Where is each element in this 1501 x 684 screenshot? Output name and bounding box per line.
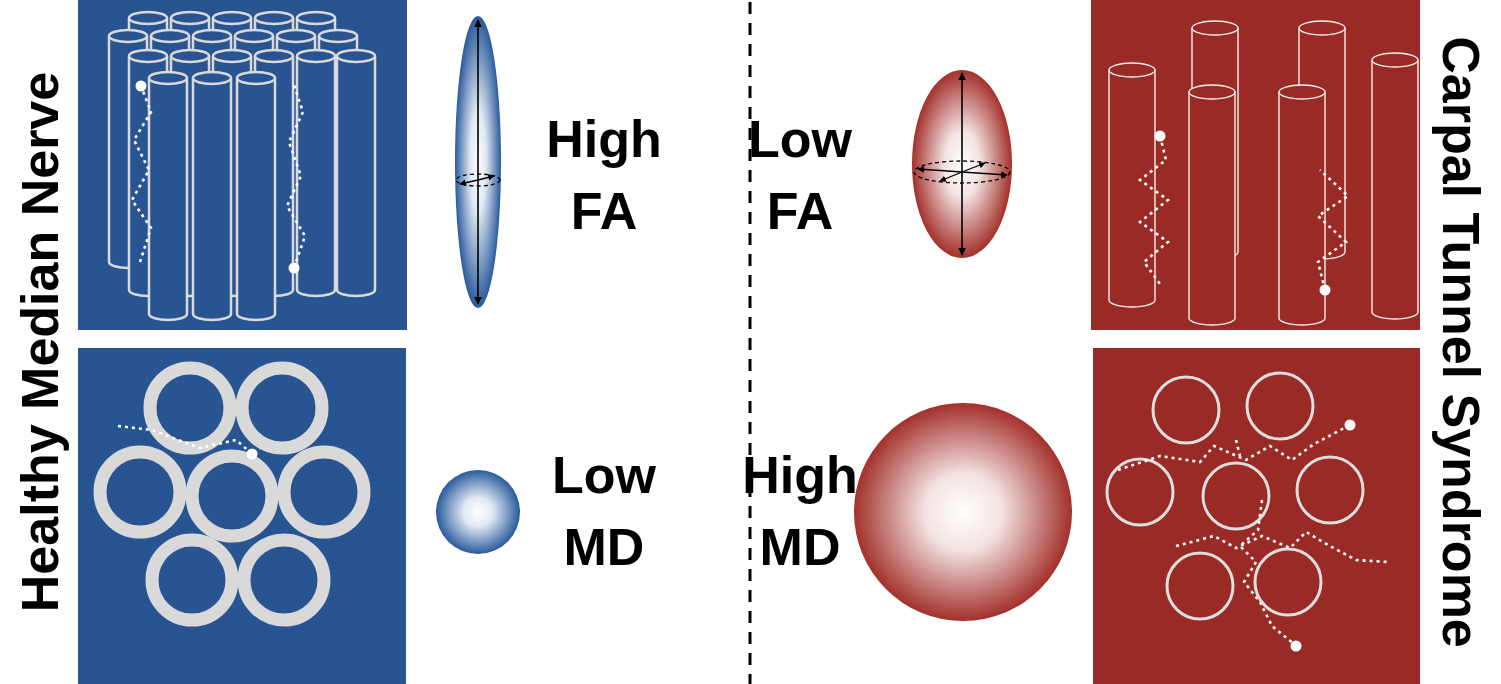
axon-cylinder-top <box>149 72 187 84</box>
axon-cylinder-top <box>237 72 275 84</box>
metric-label: Low FA <box>748 104 852 248</box>
group-title: Healthy Median Nerve <box>14 72 66 612</box>
axis-arrow <box>961 73 963 255</box>
thin-myelin-ring <box>1153 377 1219 443</box>
water-molecule <box>136 81 147 92</box>
axon-cylinder <box>237 78 275 320</box>
metric-label: Low MD <box>552 440 656 584</box>
cts-md-panel <box>1093 348 1420 684</box>
diffusion-path <box>1236 440 1240 456</box>
axis-arrow <box>460 180 478 184</box>
axon-cylinder-top <box>319 30 357 42</box>
diffusion-path <box>287 82 305 268</box>
metric-label: High FA <box>546 104 662 248</box>
axon-cylinder-top <box>109 30 147 42</box>
myelin-ring <box>284 452 364 532</box>
myelin-ring <box>244 540 324 620</box>
axis-arrow <box>477 20 479 304</box>
axon-cylinder-top <box>255 12 293 24</box>
axon-cylinder <box>337 56 375 296</box>
water-molecule <box>247 449 258 460</box>
axon-cylinder <box>1109 70 1155 307</box>
water-molecule <box>1155 131 1166 142</box>
water-molecule <box>1320 285 1331 296</box>
md-sphere-low <box>436 470 520 554</box>
axon-cylinder-top <box>171 50 209 62</box>
myelin-ring <box>150 368 230 448</box>
fa-ellipsoid-low <box>912 70 1012 258</box>
thin-myelin-ring <box>1255 549 1321 615</box>
axis-arrow <box>918 169 962 172</box>
axon-cylinder-top <box>1189 85 1235 99</box>
diffusion-path <box>1318 170 1348 290</box>
axon-cylinder-top <box>193 30 231 42</box>
axis-arrow <box>962 163 985 172</box>
diffusion-path <box>1140 136 1168 284</box>
axon-cylinder-top <box>297 50 335 62</box>
myelin-ring <box>152 540 232 620</box>
axon-cylinder-top <box>297 12 335 24</box>
axon-cylinder-top <box>129 50 167 62</box>
axon-cylinder-top <box>1109 63 1155 77</box>
equator-ellipse <box>456 174 500 186</box>
axon-cylinder-top <box>255 50 293 62</box>
thin-myelin-ring <box>1167 553 1233 619</box>
thin-myelin-ring <box>1247 373 1313 439</box>
axon-cylinder <box>1372 60 1418 319</box>
diffusion-path <box>118 426 250 452</box>
water-molecule <box>1345 420 1356 431</box>
axon-cylinder-top <box>129 12 167 24</box>
healthy-md-panel <box>78 348 406 684</box>
axon-cylinder-top <box>171 12 209 24</box>
equator-ellipse <box>914 161 1010 183</box>
diffusion-path <box>1118 426 1348 470</box>
water-molecule <box>289 263 300 274</box>
myelin-cross-section-healthy <box>100 368 364 620</box>
axon-cylinder <box>1189 92 1235 325</box>
metric-label: High MD <box>742 440 858 584</box>
myelin-cross-section-cts <box>1107 373 1363 619</box>
myelin-ring <box>242 368 322 448</box>
fa-ellipsoid-high <box>455 16 501 308</box>
axon-cylinder-top <box>1299 21 1345 35</box>
axon-bundle-healthy <box>109 12 375 320</box>
thin-myelin-ring <box>1297 457 1363 523</box>
diffusion-path <box>1240 500 1294 644</box>
diffusion-paths <box>118 81 1388 652</box>
myelin-ring <box>100 452 180 532</box>
axon-cylinder-top <box>337 50 375 62</box>
axon-cylinder-top <box>1192 21 1238 35</box>
axon-cylinder <box>1279 92 1325 325</box>
thin-myelin-ring <box>1107 459 1173 525</box>
md-sphere-high <box>854 403 1072 621</box>
diffusion-path <box>1176 532 1388 562</box>
axis-arrow <box>478 176 494 180</box>
axon-cylinder <box>297 56 335 296</box>
divider-line <box>749 2 752 684</box>
axon-bundle-cts <box>1109 21 1418 325</box>
axon-cylinder-top <box>213 50 251 62</box>
axon-cylinder-top <box>213 12 251 24</box>
axon-cylinder-top <box>1279 85 1325 99</box>
axis-arrow <box>962 172 1007 175</box>
axon-cylinder-top <box>235 30 273 42</box>
axon-cylinder <box>149 78 187 320</box>
axon-cylinder-top <box>193 72 231 84</box>
water-molecule <box>1291 641 1302 652</box>
axon-cylinder-top <box>151 30 189 42</box>
healthy-fa-panel <box>78 0 407 330</box>
thin-myelin-ring <box>1203 463 1269 529</box>
diffusion-path <box>132 86 151 262</box>
axon-cylinder <box>193 78 231 320</box>
group-title: Carpal Tunnel Syndrome <box>1435 36 1487 648</box>
myelin-ring <box>192 456 272 536</box>
axon-cylinder-top <box>1372 53 1418 67</box>
cts-fa-panel <box>1091 0 1420 330</box>
axon-cylinder-top <box>277 30 315 42</box>
axis-arrow <box>940 172 962 181</box>
